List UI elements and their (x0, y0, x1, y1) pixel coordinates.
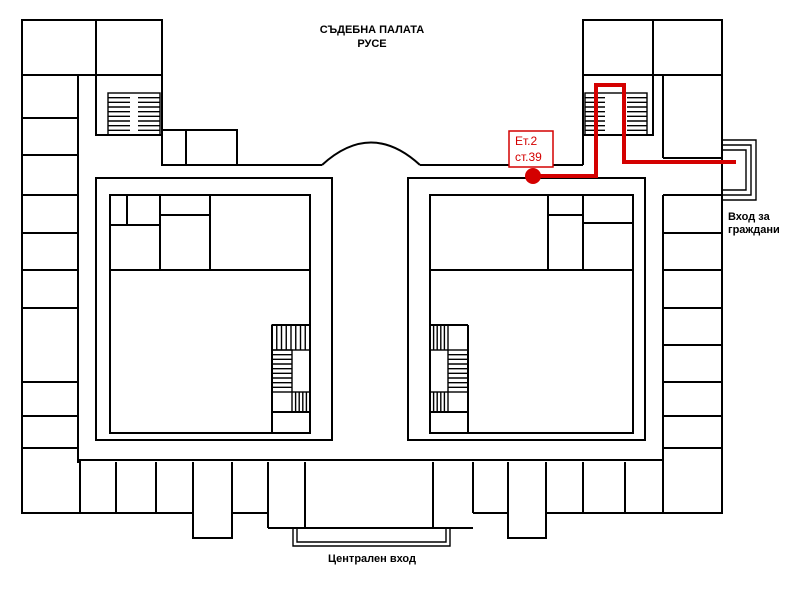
bottom-rooms (80, 462, 663, 547)
route-path (533, 83, 736, 178)
citizens-entrance-label-line2: граждани (728, 224, 780, 236)
title-line1: СЪДЕБНА ПАЛАТА (320, 24, 425, 36)
central-entrance-label: Централен вход (328, 553, 416, 565)
room-label: ст.39 (515, 150, 542, 164)
route-overlay: Ет.2 ст.39 (508, 83, 736, 184)
floor-label: Ет.2 (515, 134, 538, 148)
right-block (429, 194, 634, 434)
location-box (508, 130, 554, 168)
staircases (107, 92, 648, 413)
room-marker (525, 168, 541, 184)
title-line2: РУСЕ (357, 38, 386, 50)
citizens-entrance-label-line1: Вход за (728, 211, 771, 223)
citizens-entrance-steps (722, 139, 757, 201)
left-block (109, 194, 311, 434)
building-walls (21, 19, 723, 514)
